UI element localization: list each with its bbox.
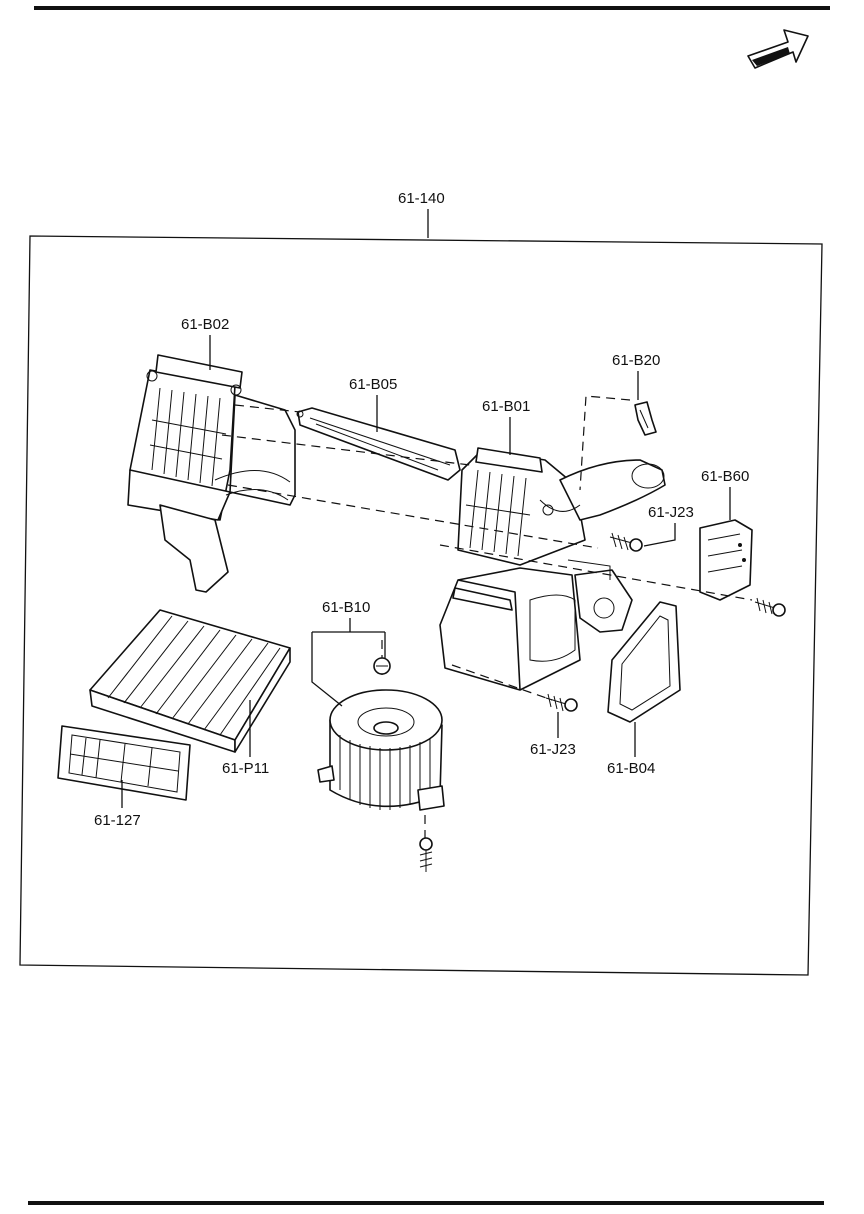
callout-61-b05: 61-B05	[349, 376, 397, 393]
seal-strip-part	[296, 407, 461, 481]
blower-case-lower-part	[439, 559, 633, 691]
clip-part	[634, 401, 657, 436]
dash-b02-b05	[234, 404, 301, 413]
screw-upper-part	[609, 532, 643, 552]
screw-lower-part	[545, 693, 578, 712]
intake-housing-part	[127, 354, 296, 593]
callout-61-p11: 61-P11	[222, 760, 269, 777]
leader-b10	[311, 618, 386, 707]
top-rule	[34, 6, 830, 10]
screw-motor-part	[419, 837, 433, 872]
dash-b20	[579, 395, 631, 491]
resistor-part	[699, 519, 753, 601]
callout-61-j23-upper: 61-J23	[648, 504, 694, 521]
assembly-frame	[19, 235, 823, 976]
fwd-arrow-icon: FWD	[747, 29, 809, 79]
blower-case-upper-part	[457, 447, 666, 566]
callout-61-127: 61-127	[94, 812, 141, 829]
callout-61-b04: 61-B04	[607, 760, 655, 777]
dash-right	[439, 544, 753, 601]
motor-clip-part	[373, 657, 391, 675]
dash-lower	[451, 664, 553, 701]
air-filter-part	[89, 609, 291, 753]
dash-b02-b01	[221, 434, 471, 466]
callout-61-j23-lower: 61-J23	[530, 741, 576, 758]
callout-61-b20: 61-B20	[612, 352, 660, 369]
callout-61-b01: 61-B01	[482, 398, 530, 415]
callout-61-b60: 61-B60	[701, 468, 749, 485]
dash-center	[227, 484, 599, 549]
callout-61-b02: 61-B02	[181, 316, 229, 333]
gasket-part	[607, 601, 681, 723]
assembly-label: 61-140	[398, 190, 445, 207]
filter-cover-part	[57, 725, 191, 801]
callout-61-b10: 61-B10	[322, 599, 370, 616]
blower-motor-part	[317, 689, 445, 811]
screw-right-part	[754, 597, 786, 617]
bottom-rule	[28, 1201, 824, 1205]
leader-j23-upper	[643, 523, 676, 547]
